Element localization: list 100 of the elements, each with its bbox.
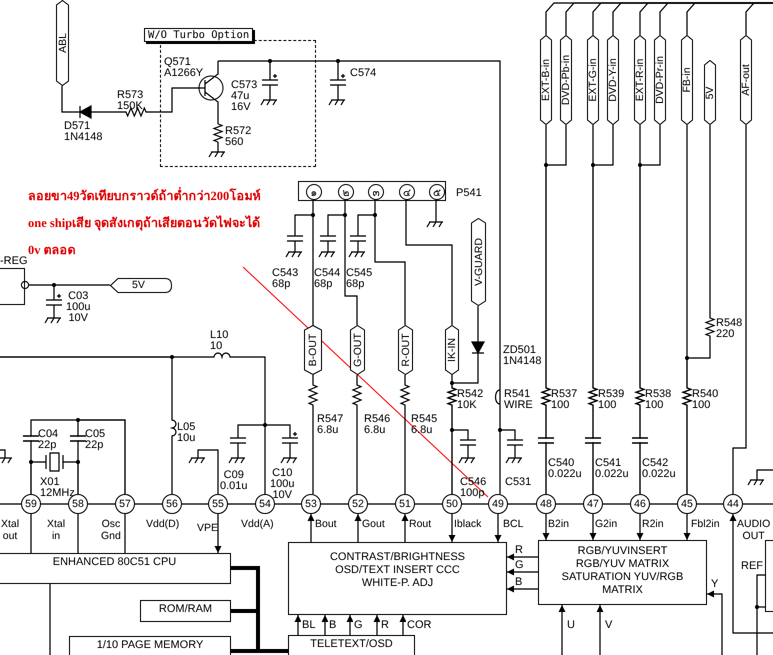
pin-label: B2in — [548, 518, 570, 530]
part-label: -REG — [0, 255, 28, 267]
pin-circle — [306, 184, 322, 200]
block-label: TELETEXT/OSD — [310, 638, 393, 652]
net-name: DVD-Pb-in — [561, 54, 571, 106]
signal-arrow — [684, 514, 690, 540]
wire — [77, 419, 126, 494]
signal-arrow — [322, 615, 328, 635]
part-label: C09 0.01u — [220, 470, 248, 492]
edge-label: R — [514, 545, 524, 556]
wire — [446, 306, 479, 494]
annotation-note: ลอยขา49วัดเทียบกราวด์ถ้าต่ำกว่า200โอมห์ one shipเสีย จุดสังเกตุถ้าเสียตอนวัดไฟจะได้ 0v ตลอด — [28, 183, 264, 267]
wire — [374, 199, 406, 325]
edge-label: BL — [301, 620, 316, 631]
pin-circle — [429, 184, 445, 200]
pin-label: Gout — [362, 518, 385, 530]
part-label: C543 68p — [272, 268, 298, 290]
edge-label: U — [566, 620, 576, 631]
part-label: C03 100u 10V — [66, 291, 90, 324]
pin-number: ๕ — [433, 186, 441, 200]
net-name: IK-IN — [447, 338, 457, 362]
signal-arrow — [402, 514, 408, 542]
wire — [124, 514, 126, 553]
wire — [681, 125, 716, 494]
pin-number: 56 — [166, 498, 178, 510]
pin-label: R2in — [642, 518, 664, 530]
block-label: ENHANCED 80C51 CPU — [52, 556, 176, 570]
net-name: ABL — [58, 33, 68, 53]
part-label: C04 22p — [38, 429, 58, 451]
edge-label: V — [604, 620, 614, 631]
circuit-block — [69, 636, 231, 655]
wire — [405, 199, 453, 325]
net-name: 5V — [705, 86, 715, 99]
part-label: R542 10K — [457, 389, 484, 411]
signal-arrow — [707, 590, 723, 655]
part-label: C545 68p — [346, 268, 372, 290]
edge-label: R — [380, 620, 390, 631]
part-label: ZD501 1N4148 — [503, 345, 542, 367]
wire — [399, 375, 411, 494]
part-label: R548 220 — [716, 318, 742, 340]
edge-label: G — [353, 620, 364, 631]
wire — [540, 125, 567, 494]
part-label: C544 68p — [314, 268, 340, 290]
part-label: C10 100u 10V — [270, 468, 294, 501]
wire — [316, 60, 501, 494]
pin-number: ๓ — [372, 186, 380, 200]
pin-label: BCL — [503, 518, 524, 530]
signal-arrow — [448, 514, 456, 542]
wire — [344, 199, 358, 325]
part-label: C540 0.022u — [548, 458, 582, 480]
circuit-block — [288, 542, 507, 615]
pin-label: G2in — [595, 518, 618, 530]
edge-label: G — [514, 560, 525, 571]
net-name: DVD-Y-in — [608, 58, 618, 102]
pin-number: 53 — [305, 498, 317, 510]
net-name: R-OUT — [400, 333, 410, 367]
wire — [312, 199, 314, 325]
pin-label: Osc Gnd — [101, 518, 121, 542]
pin-label: Iblack — [454, 518, 482, 530]
part-label: C573 47u 16V — [231, 80, 258, 113]
pin-number: 46 — [634, 498, 646, 510]
circuit-block — [288, 635, 415, 655]
net-name: G-OUT — [352, 333, 362, 367]
net-name: EXT-B-in — [541, 59, 551, 101]
net-name: AF-out — [741, 64, 751, 96]
net-name: V-GUARD — [474, 238, 484, 286]
pin-label: Rout — [409, 518, 432, 530]
signal-arrow — [507, 586, 538, 592]
part-label: L05 10u — [177, 422, 196, 444]
block-label: RGB/YUVINSERT RGB/YUV MATRIX SATURATION YUV/RGB MATRIX — [560, 545, 684, 598]
net-name: DVD-Pr-in — [655, 56, 665, 104]
wire — [307, 375, 319, 494]
signal-arrow — [214, 514, 222, 553]
pin-number: 58 — [72, 498, 84, 510]
pin-number: 49 — [492, 498, 504, 510]
circuit-block — [140, 600, 231, 622]
pin-number: 44 — [727, 498, 739, 510]
pin-number: 52 — [352, 498, 364, 510]
pin-number: 54 — [259, 498, 271, 510]
net-name: 5V — [132, 279, 145, 291]
part-label: R547 6.8u — [317, 414, 344, 436]
circuit-block — [0, 553, 231, 584]
wire — [77, 514, 79, 553]
part-label: R541 WIRE — [504, 389, 533, 411]
edge-label: B — [514, 577, 524, 588]
pin-label: VPE — [197, 522, 218, 534]
signal-arrow — [354, 514, 362, 542]
part-label: C541 0.022u — [595, 458, 629, 480]
wire — [351, 375, 363, 494]
part-label: C542 0.022u — [642, 458, 676, 480]
block-label: CONTRAST/BRIGHTNESS OSD/TEXT INSERT CCC WHITE-P. ADJ — [328, 551, 466, 591]
pin-label: P541 — [456, 187, 482, 199]
part-label: R572 560 — [225, 126, 252, 148]
wire — [0, 352, 266, 494]
signal-arrow — [507, 568, 538, 576]
signal-arrow — [558, 605, 566, 655]
part-label: C531 — [505, 477, 532, 488]
part-label: L10 10 — [210, 330, 228, 352]
signal-arrow — [308, 514, 314, 542]
signal-arrow — [590, 514, 596, 540]
